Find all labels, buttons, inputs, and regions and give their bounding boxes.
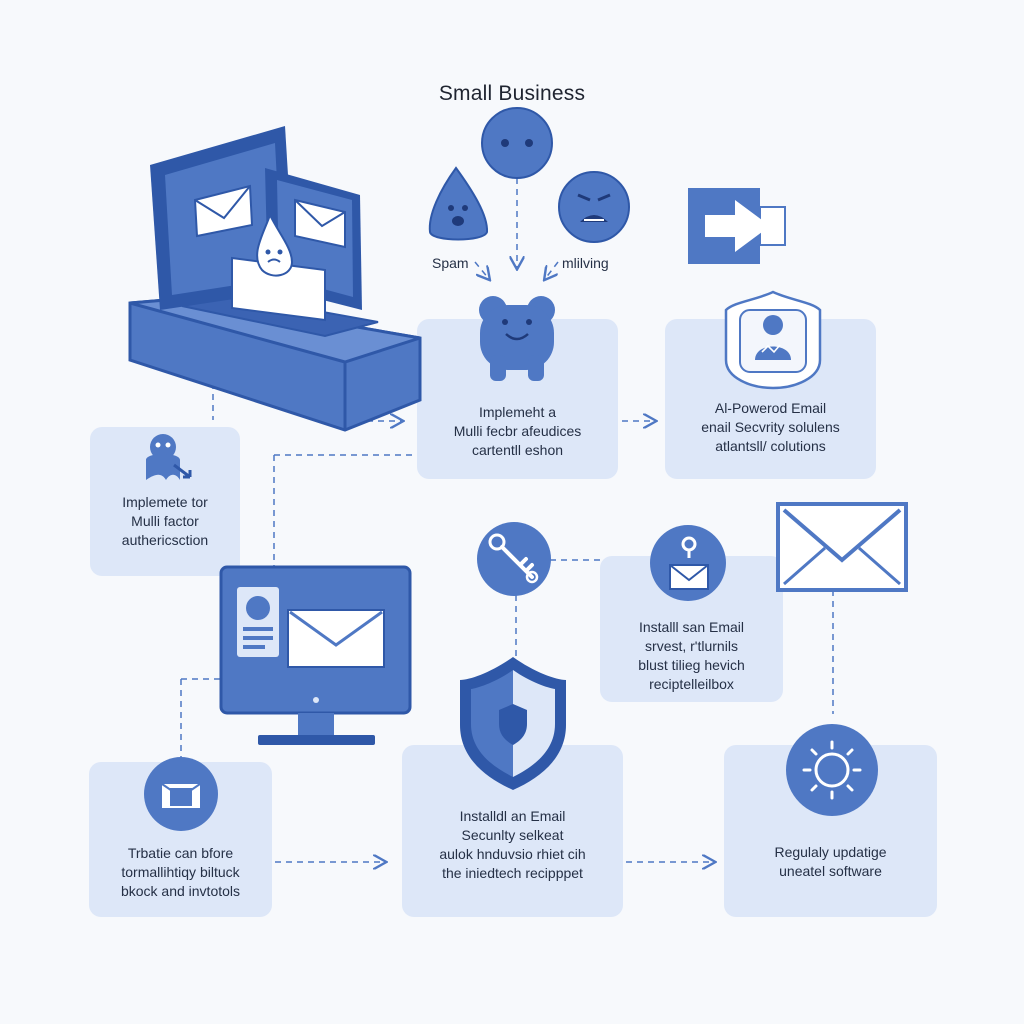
card-line: srvest, r'tlurnils xyxy=(645,638,738,654)
connector-spam-arrow xyxy=(474,261,489,279)
card-mfa-left-text: Implemete tor Mulli factor authericsctio… xyxy=(90,493,240,550)
card-line: Implemeht a xyxy=(478,404,557,420)
card-mfa-left: Implemete tor Mulli factor authericsctio… xyxy=(90,427,240,576)
card-install-spam-text: Installl san Email srvest, r'tlurnils bl… xyxy=(600,618,783,694)
card-update-software-text: Regulaly updatige uneatel software xyxy=(724,843,937,881)
user-shield-icon xyxy=(724,290,822,390)
card-line: Secunlty selkeat xyxy=(461,827,564,843)
card-line: aulok hnduvsio rhiet cih xyxy=(439,846,586,862)
card-line: reciptelleilbox xyxy=(649,676,734,692)
card-line: Trbatie can bfore xyxy=(127,845,234,861)
connector-phish-arrow xyxy=(545,261,559,279)
camera-icon xyxy=(144,757,218,831)
card-install-security-text: Installdl an Email Secunlty selkeat aulo… xyxy=(402,807,623,883)
card-mfa-center-text: Implemeht a Mulli fecbr afeudices carten… xyxy=(417,403,618,460)
sad-face-icon xyxy=(481,107,553,179)
card-line: Installl san Email xyxy=(638,619,745,635)
envelope-circle-icon xyxy=(650,525,726,601)
card-line: cartentll eshon xyxy=(471,442,564,458)
sun-icon xyxy=(786,724,878,816)
hacker-icon xyxy=(146,434,192,480)
card-line: uneatel software xyxy=(779,863,882,879)
card-line: Al-Powerod Email xyxy=(714,400,827,416)
card-line: blust tilieg hevich xyxy=(638,657,745,673)
monitor-email-icon xyxy=(219,565,412,745)
card-line: Implemete tor xyxy=(122,494,208,510)
card-line: authericsction xyxy=(121,532,209,548)
card-line: Regulaly updatige xyxy=(774,844,887,860)
scared-triangle-icon xyxy=(428,166,489,241)
card-line: Mulli fecbr afeudices xyxy=(453,423,582,439)
card-train-staff-text: Trbatie can bfore tormallihtiqy biltuck … xyxy=(89,844,272,901)
card-line: Mulli factor xyxy=(131,513,199,529)
key-icon xyxy=(477,522,551,596)
back-arrow-icon xyxy=(688,188,786,264)
card-line: Installdl an Email xyxy=(459,808,566,824)
card-line: enail Secvrity solulens xyxy=(701,419,840,435)
laptop-email-icon xyxy=(128,126,422,432)
card-train-staff: Trbatie can bfore tormallihtiqy biltuck … xyxy=(89,762,272,917)
card-ai-solutions-text: Al-Powerod Email enail Secvrity solulens… xyxy=(665,399,876,456)
friendly-bear-icon xyxy=(479,296,555,381)
label-spam: Spam xyxy=(432,255,469,271)
label-phishing: mlilving xyxy=(562,255,609,271)
page-title: Small Business xyxy=(438,82,586,105)
card-mfa-center: Implemeht a Mulli fecbr afeudices carten… xyxy=(417,319,618,479)
card-line: the iniedtech recipppet xyxy=(442,865,583,881)
worried-face-icon xyxy=(558,171,630,243)
card-line: bkock and invtotols xyxy=(120,883,241,899)
card-line: atlantsll/ colutions xyxy=(715,438,826,454)
card-line: tormallihtiqy biltuck xyxy=(121,864,240,880)
shield-icon xyxy=(460,657,566,790)
envelope-icon xyxy=(776,502,908,592)
